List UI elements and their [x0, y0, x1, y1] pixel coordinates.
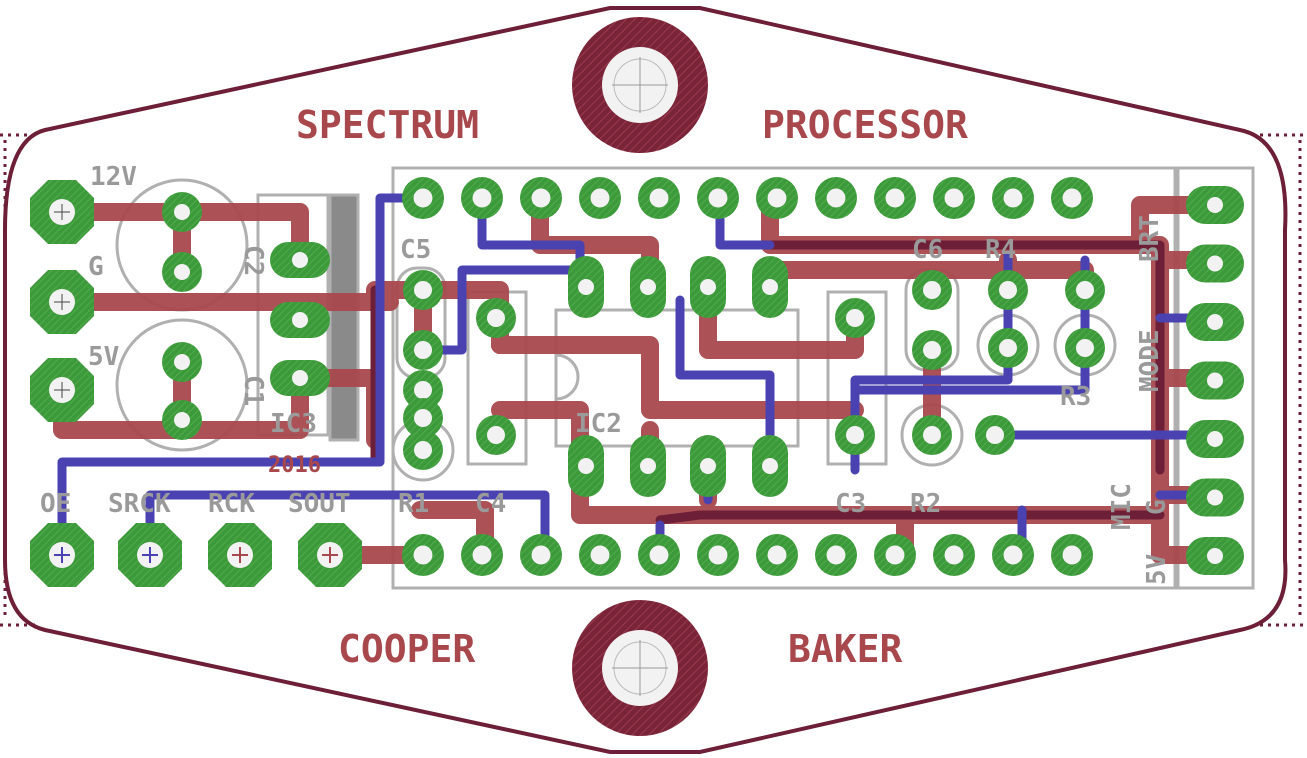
pad-hole — [1062, 188, 1082, 208]
header-label-g: G — [1142, 499, 1172, 515]
pad-hole — [649, 188, 669, 208]
pad-hole — [487, 309, 505, 327]
pad-hole — [944, 188, 964, 208]
header-label-sout: SOUT — [288, 489, 351, 519]
board-title-left: SPECTRUM — [296, 103, 479, 147]
mounting-hole-icon — [572, 17, 708, 153]
pad-hole — [826, 545, 846, 565]
pad-hole — [1207, 372, 1223, 389]
mounting-hole-icon — [572, 600, 708, 736]
header-label-oe: OE — [40, 489, 71, 519]
pad-hole — [923, 281, 941, 299]
label-c6: C6 — [912, 235, 943, 265]
pad-hole — [944, 545, 964, 565]
header-label-5v: 5V — [1142, 554, 1172, 585]
pad-hole — [767, 188, 787, 208]
pad-hole — [885, 188, 905, 208]
power-label-12v: 12V — [90, 162, 137, 192]
bottom-header-pads — [30, 523, 362, 587]
pad-hole — [846, 426, 864, 444]
label-ic3: IC3 — [270, 409, 317, 439]
header-label-srck: SRCK — [108, 489, 171, 519]
pad-hole — [708, 188, 728, 208]
pad-hole — [414, 341, 432, 359]
pad-hole — [999, 281, 1017, 299]
pad-hole — [1207, 314, 1223, 330]
pad-hole — [923, 426, 941, 444]
pad-hole — [487, 426, 505, 444]
pad-hole — [640, 279, 656, 295]
pad-hole — [1062, 545, 1082, 565]
pad-hole — [472, 188, 492, 208]
pad-hole — [472, 545, 492, 565]
pad-hole — [762, 458, 778, 474]
pad-hole — [1207, 197, 1223, 213]
pad-hole — [708, 545, 728, 565]
pad-hole — [1207, 489, 1223, 506]
label-ic2: IC2 — [575, 409, 622, 439]
pad-hole — [700, 279, 716, 295]
pad-hole — [1003, 545, 1023, 565]
pad-hole — [414, 381, 432, 399]
label-c1: C1 — [238, 375, 268, 406]
ic-pads — [403, 256, 1105, 497]
pad-hole — [413, 188, 433, 208]
label-c4: C4 — [475, 489, 506, 519]
pad-hole — [414, 441, 432, 459]
header-label-mic: MIC — [1107, 483, 1137, 530]
pad-hole — [986, 426, 1004, 444]
pad-hole — [762, 279, 778, 295]
pad-hole — [826, 188, 846, 208]
header-label-brt: BRT — [1135, 215, 1165, 262]
label-r1: R1 — [398, 489, 429, 519]
board-title-right: PROCESSOR — [762, 103, 968, 147]
pad-hole — [531, 188, 551, 208]
label-r3: R3 — [1060, 382, 1091, 412]
pad-hole — [1207, 431, 1223, 447]
board-outline — [0, 6, 1307, 754]
inner-traces — [370, 240, 1165, 525]
pad-hole — [846, 309, 864, 327]
pad-hole — [1207, 255, 1223, 272]
pad-hole — [923, 341, 941, 359]
label-c2: C2 — [238, 245, 268, 276]
pad-hole — [590, 188, 610, 208]
pad-hole — [413, 545, 433, 565]
pad-hole — [649, 545, 669, 565]
pad-hole — [531, 545, 551, 565]
top-header-pads — [402, 177, 1093, 219]
component-pads — [162, 192, 330, 440]
pad-hole — [1076, 339, 1094, 357]
pad-hole — [1076, 281, 1094, 299]
power-label-5v: 5V — [88, 342, 119, 372]
board-footer-left: COOPER — [338, 627, 475, 671]
pad-hole — [1207, 548, 1223, 564]
pad-hole — [590, 545, 610, 565]
power-label-g: G — [88, 252, 104, 282]
pad-hole — [700, 458, 716, 474]
label-c5: C5 — [400, 235, 431, 265]
pad-hole — [578, 458, 594, 474]
label-c3: C3 — [835, 489, 866, 519]
power-pads — [30, 180, 94, 422]
pad-hole — [767, 545, 787, 565]
bottom-row-pads — [402, 534, 1093, 576]
label-r4: R4 — [985, 235, 1016, 265]
header-label-rck: RCK — [208, 489, 255, 519]
pad-hole — [640, 458, 656, 474]
board-footer-right: BAKER — [788, 627, 903, 671]
header-label-mode: MODE — [1135, 329, 1165, 392]
pad-hole — [414, 409, 432, 427]
pad-hole — [999, 339, 1017, 357]
board-year: 2016 — [268, 453, 321, 478]
right-header-pads — [1186, 186, 1244, 575]
pad-hole — [578, 279, 594, 295]
pad-hole — [414, 281, 432, 299]
label-r2: R2 — [910, 489, 941, 519]
pad-hole — [885, 545, 905, 565]
pad-hole — [1003, 188, 1023, 208]
